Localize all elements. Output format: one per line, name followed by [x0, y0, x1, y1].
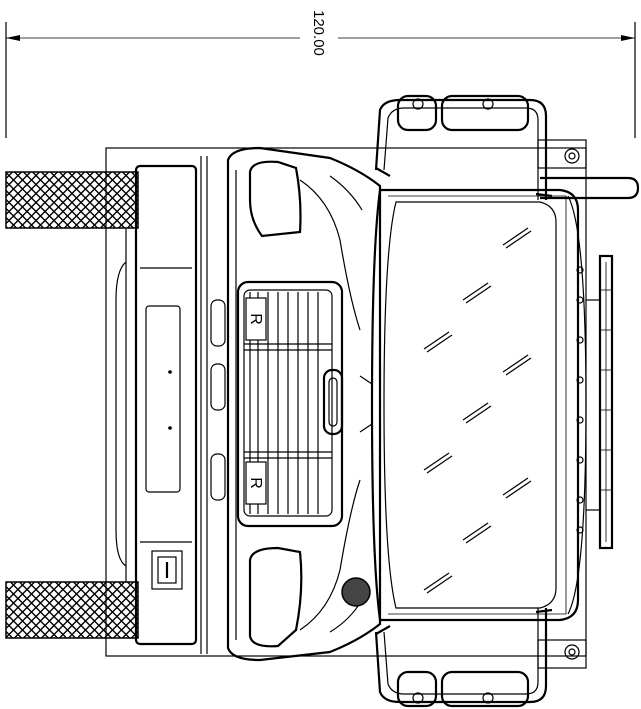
bumper-connector	[151, 550, 183, 590]
grille-badge-top-label: R	[247, 313, 264, 325]
glass-reflection-marks	[423, 227, 532, 594]
mirror-bottom	[374, 608, 553, 708]
grille-badge-top	[245, 297, 267, 341]
windshield	[370, 188, 580, 622]
cab-roof	[567, 195, 614, 615]
dimension-annotation: 120.00	[5, 10, 636, 138]
front-bumper	[134, 156, 208, 654]
license-plate-area	[145, 305, 181, 493]
tire-bottom	[5, 581, 139, 639]
tire-top	[5, 171, 139, 229]
exhaust-stack	[540, 176, 640, 200]
roof-light-bar	[598, 254, 614, 550]
hood-emblem	[322, 368, 344, 436]
tires	[5, 171, 139, 639]
grille-badge-bottom-label: R	[247, 477, 264, 489]
headlight-bottom	[248, 546, 303, 648]
grille-badge-bottom	[245, 461, 267, 505]
dimension-label: 120.00	[310, 10, 327, 56]
headlight-top	[248, 160, 302, 238]
hood	[210, 146, 382, 662]
hood-vent	[341, 577, 371, 607]
mirror-top	[374, 94, 553, 200]
grille: R R	[236, 280, 373, 528]
